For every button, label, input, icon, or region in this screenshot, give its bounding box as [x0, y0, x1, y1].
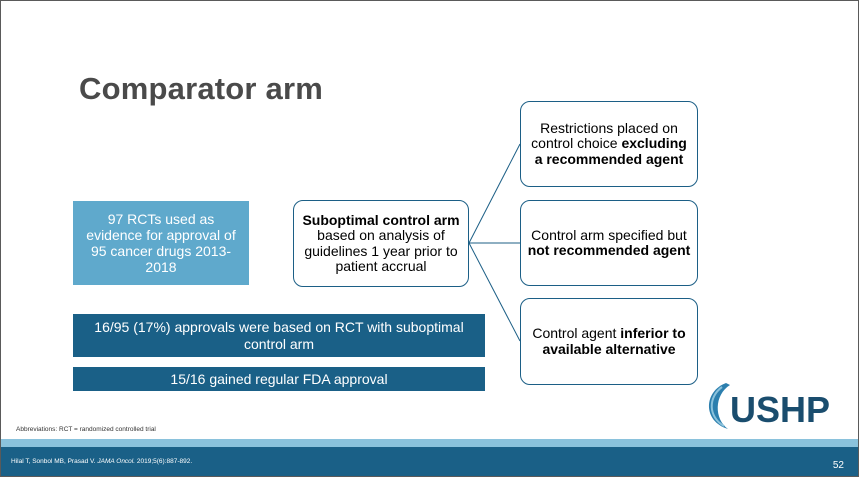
suboptimal-control-text: Suboptimal control arm based on analysis… [300, 211, 462, 275]
page-number: 52 [832, 460, 844, 471]
control-arm-normal: Control arm specified but [531, 226, 687, 243]
fda-approval-bar: 15/16 gained regular FDA approval [73, 367, 485, 391]
control-arm-specified-box: Control arm specified but not recommende… [520, 200, 698, 286]
citation-journal: JAMA Oncol. [97, 458, 136, 465]
logo-text: USHP [730, 389, 830, 430]
footer-band: Hilal T, Sonbol MB, Prasad V. JAMA Oncol… [1, 439, 858, 476]
inferior-agent-text: Control agent inferior to available alte… [527, 325, 691, 357]
suboptimal-control-bold: Suboptimal control arm [302, 211, 460, 228]
restrictions-bold: excluding a recommended agent [534, 135, 687, 167]
connector-top [468, 143, 521, 244]
restrictions-box: Restrictions placed on control choice ex… [520, 101, 698, 187]
suboptimal-control-box: Suboptimal control arm based on analysis… [293, 200, 469, 287]
citation-authors: Hilal T, Sonbol MB, Prasad V. [11, 458, 98, 465]
approvals-bar: 16/95 (17%) approvals were based on RCT … [73, 314, 485, 357]
control-arm-specified-text: Control arm specified but not recommende… [527, 226, 691, 259]
restrictions-normal: Restrictions placed on control choice [531, 119, 678, 152]
slide-title: Comparator arm [79, 71, 323, 106]
footer-bar [1, 447, 858, 476]
ushp-logo: USHP [709, 383, 830, 430]
control-arm-bold: not recommended agent [527, 242, 691, 258]
inferior-agent-normal: Control agent [532, 325, 621, 341]
restrictions-text: Restrictions placed on control choice ex… [527, 119, 691, 168]
evidence-box: 97 RCTs used as evidence for approval of… [73, 201, 249, 285]
inferior-agent-box: Control agent inferior to available alte… [520, 298, 698, 385]
citation: Hilal T, Sonbol MB, Prasad V. JAMA Oncol… [11, 458, 192, 465]
footer-strip [1, 439, 858, 447]
inferior-agent-bold: inferior to available alternative [542, 325, 686, 357]
abbreviations-note: Abbreviations: RCT = randomized controll… [16, 426, 156, 433]
approvals-bar-text: 16/95 (17%) approvals were based on RCT … [94, 318, 464, 352]
citation-details: 2019;5(6):887-892. [135, 458, 193, 465]
fda-approval-bar-text: 15/16 gained regular FDA approval [170, 370, 388, 387]
evidence-box-text: 97 RCTs used as evidence for approval of… [86, 211, 236, 275]
suboptimal-control-rest: based on analysis of guidelines 1 year p… [304, 227, 458, 274]
